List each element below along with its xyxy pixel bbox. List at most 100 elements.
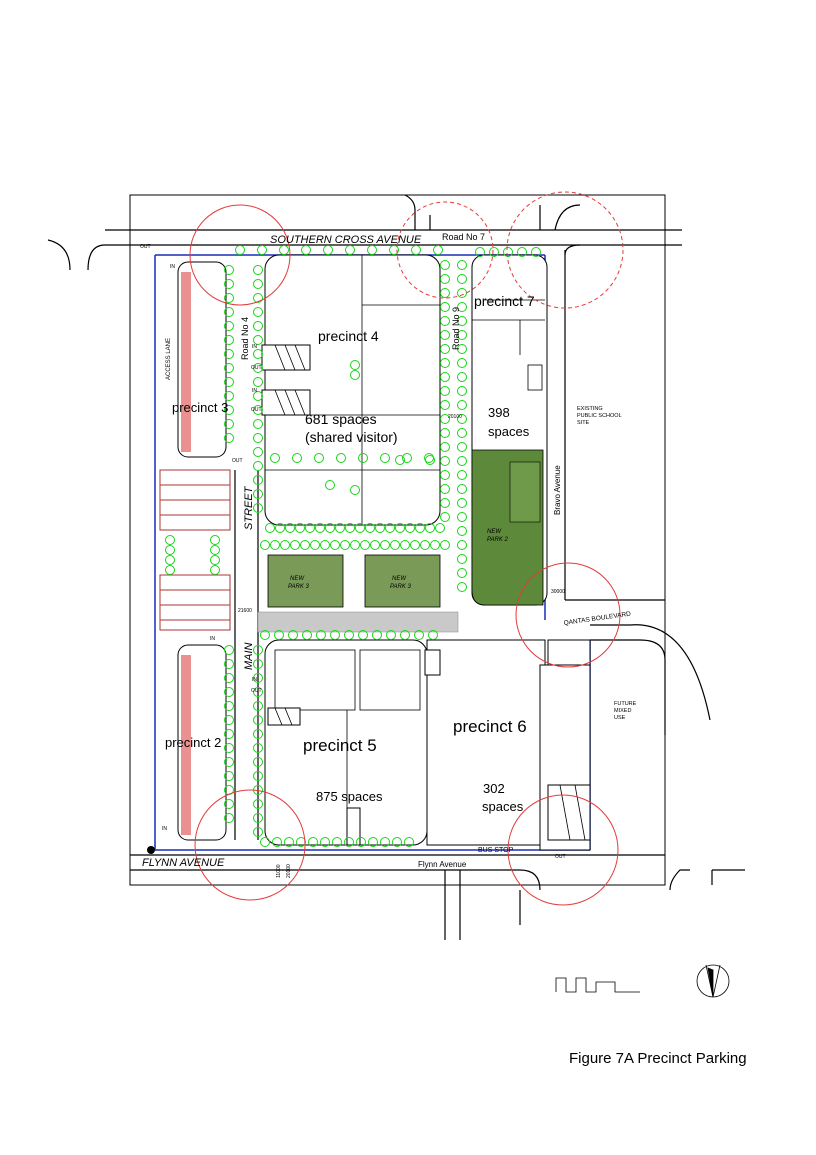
block-internal-lines [265,255,545,845]
tree-icon [253,363,263,373]
tree-icon [253,391,263,401]
tree-icon [517,247,527,257]
tree-icon [457,498,467,508]
precinct-4-note: (shared visitor) [305,429,398,445]
tree-icon [253,405,263,415]
tree-icon [457,442,467,452]
out-marker: OUT [140,244,151,250]
tree-icon [224,391,234,401]
tree-icon [295,523,305,533]
tree-icon [345,245,355,255]
tree-icon [457,400,467,410]
north-arrow-icon: N [696,964,730,998]
tree-icon [457,568,467,578]
tree-icon [272,837,282,847]
future-use-label-line-2: MIXED [614,708,631,714]
tree-icon [290,540,300,550]
svg-text:N: N [709,970,713,976]
dimension-20100-b: 20100 [286,864,292,878]
tree-icon [253,377,263,387]
tree-icon [279,245,289,255]
tree-icon [440,470,450,480]
tree-icon [332,837,342,847]
tree-icon [253,645,263,655]
tree-icon [257,245,267,255]
tree-icon [475,247,485,257]
tree-icon [315,523,325,533]
tree-icon [345,523,355,533]
tree-icon [224,659,234,669]
tree-icon [380,540,390,550]
tree-icon [305,523,315,533]
tree-icon [457,358,467,368]
parking-rows [159,469,231,631]
tree-icon [335,523,345,533]
tree-icon [284,837,294,847]
ramp-hatching [274,344,586,841]
tree-icon [316,630,326,640]
tree-icon [224,729,234,739]
tree-icon [457,428,467,438]
new-park-3-west [267,554,344,608]
tree-icon [457,274,467,284]
tree-icon [440,372,450,382]
park-3-west-label-line-1: NEW [290,576,305,582]
in-marker: IN [210,636,215,642]
tree-icon [355,523,365,533]
precinct-7-spaces-number: 398 [488,405,510,420]
access-lane-label: ACCESS LANE [166,338,172,380]
tree-icon [325,523,335,533]
tree-icon [358,630,368,640]
tree-icon [224,349,234,359]
tree-icon [274,630,284,640]
precinct-4-label: precinct 4 [318,328,379,344]
tree-icon [440,344,450,354]
tree-icon [224,419,234,429]
tree-icon [457,372,467,382]
tree-icon [224,673,234,683]
paved-crossing [257,611,459,633]
tree-icon [224,335,234,345]
tree-icon [224,265,234,275]
tree-icon [224,645,234,655]
tree-icon [404,837,414,847]
tree-icon [435,523,445,533]
tree-icon [350,370,360,380]
tree-icon [253,307,263,317]
tree-icon [210,535,220,545]
tree-icon [433,245,443,255]
tree-icon [165,555,175,565]
in-marker: IN [162,826,167,832]
precinct-7-spaces-unit: spaces [488,424,530,439]
tree-icon [457,288,467,298]
precinct-4-spaces: 681 spaces [305,411,377,427]
tree-icon [424,453,434,463]
tree-icon [365,523,375,533]
tree-icon [457,470,467,480]
tree-icon [292,453,302,463]
tree-icon [253,659,263,669]
out-marker: OUT [251,407,262,413]
tree-icon [320,540,330,550]
tree-icon [440,316,450,326]
tree-icon [224,279,234,289]
in-marker: IN [252,344,257,350]
tree-icon [253,827,263,837]
dimension-21600: 21600 [238,608,252,614]
tree-icon [360,540,370,550]
tree-icon [253,687,263,697]
tree-icon [440,358,450,368]
in-marker: IN [252,388,257,394]
tree-icon [440,274,450,284]
tree-icon [253,673,263,683]
tree-icon [390,540,400,550]
tree-icon [302,630,312,640]
precinct-2-label: precinct 2 [165,735,221,750]
tree-icon [430,540,440,550]
out-marker: OUT [251,365,262,371]
tree-icon [402,453,412,463]
tree-icon [253,729,263,739]
tree-icon [410,540,420,550]
tree-icon [253,279,263,289]
school-site-label-line-1: EXISTING [577,406,603,412]
